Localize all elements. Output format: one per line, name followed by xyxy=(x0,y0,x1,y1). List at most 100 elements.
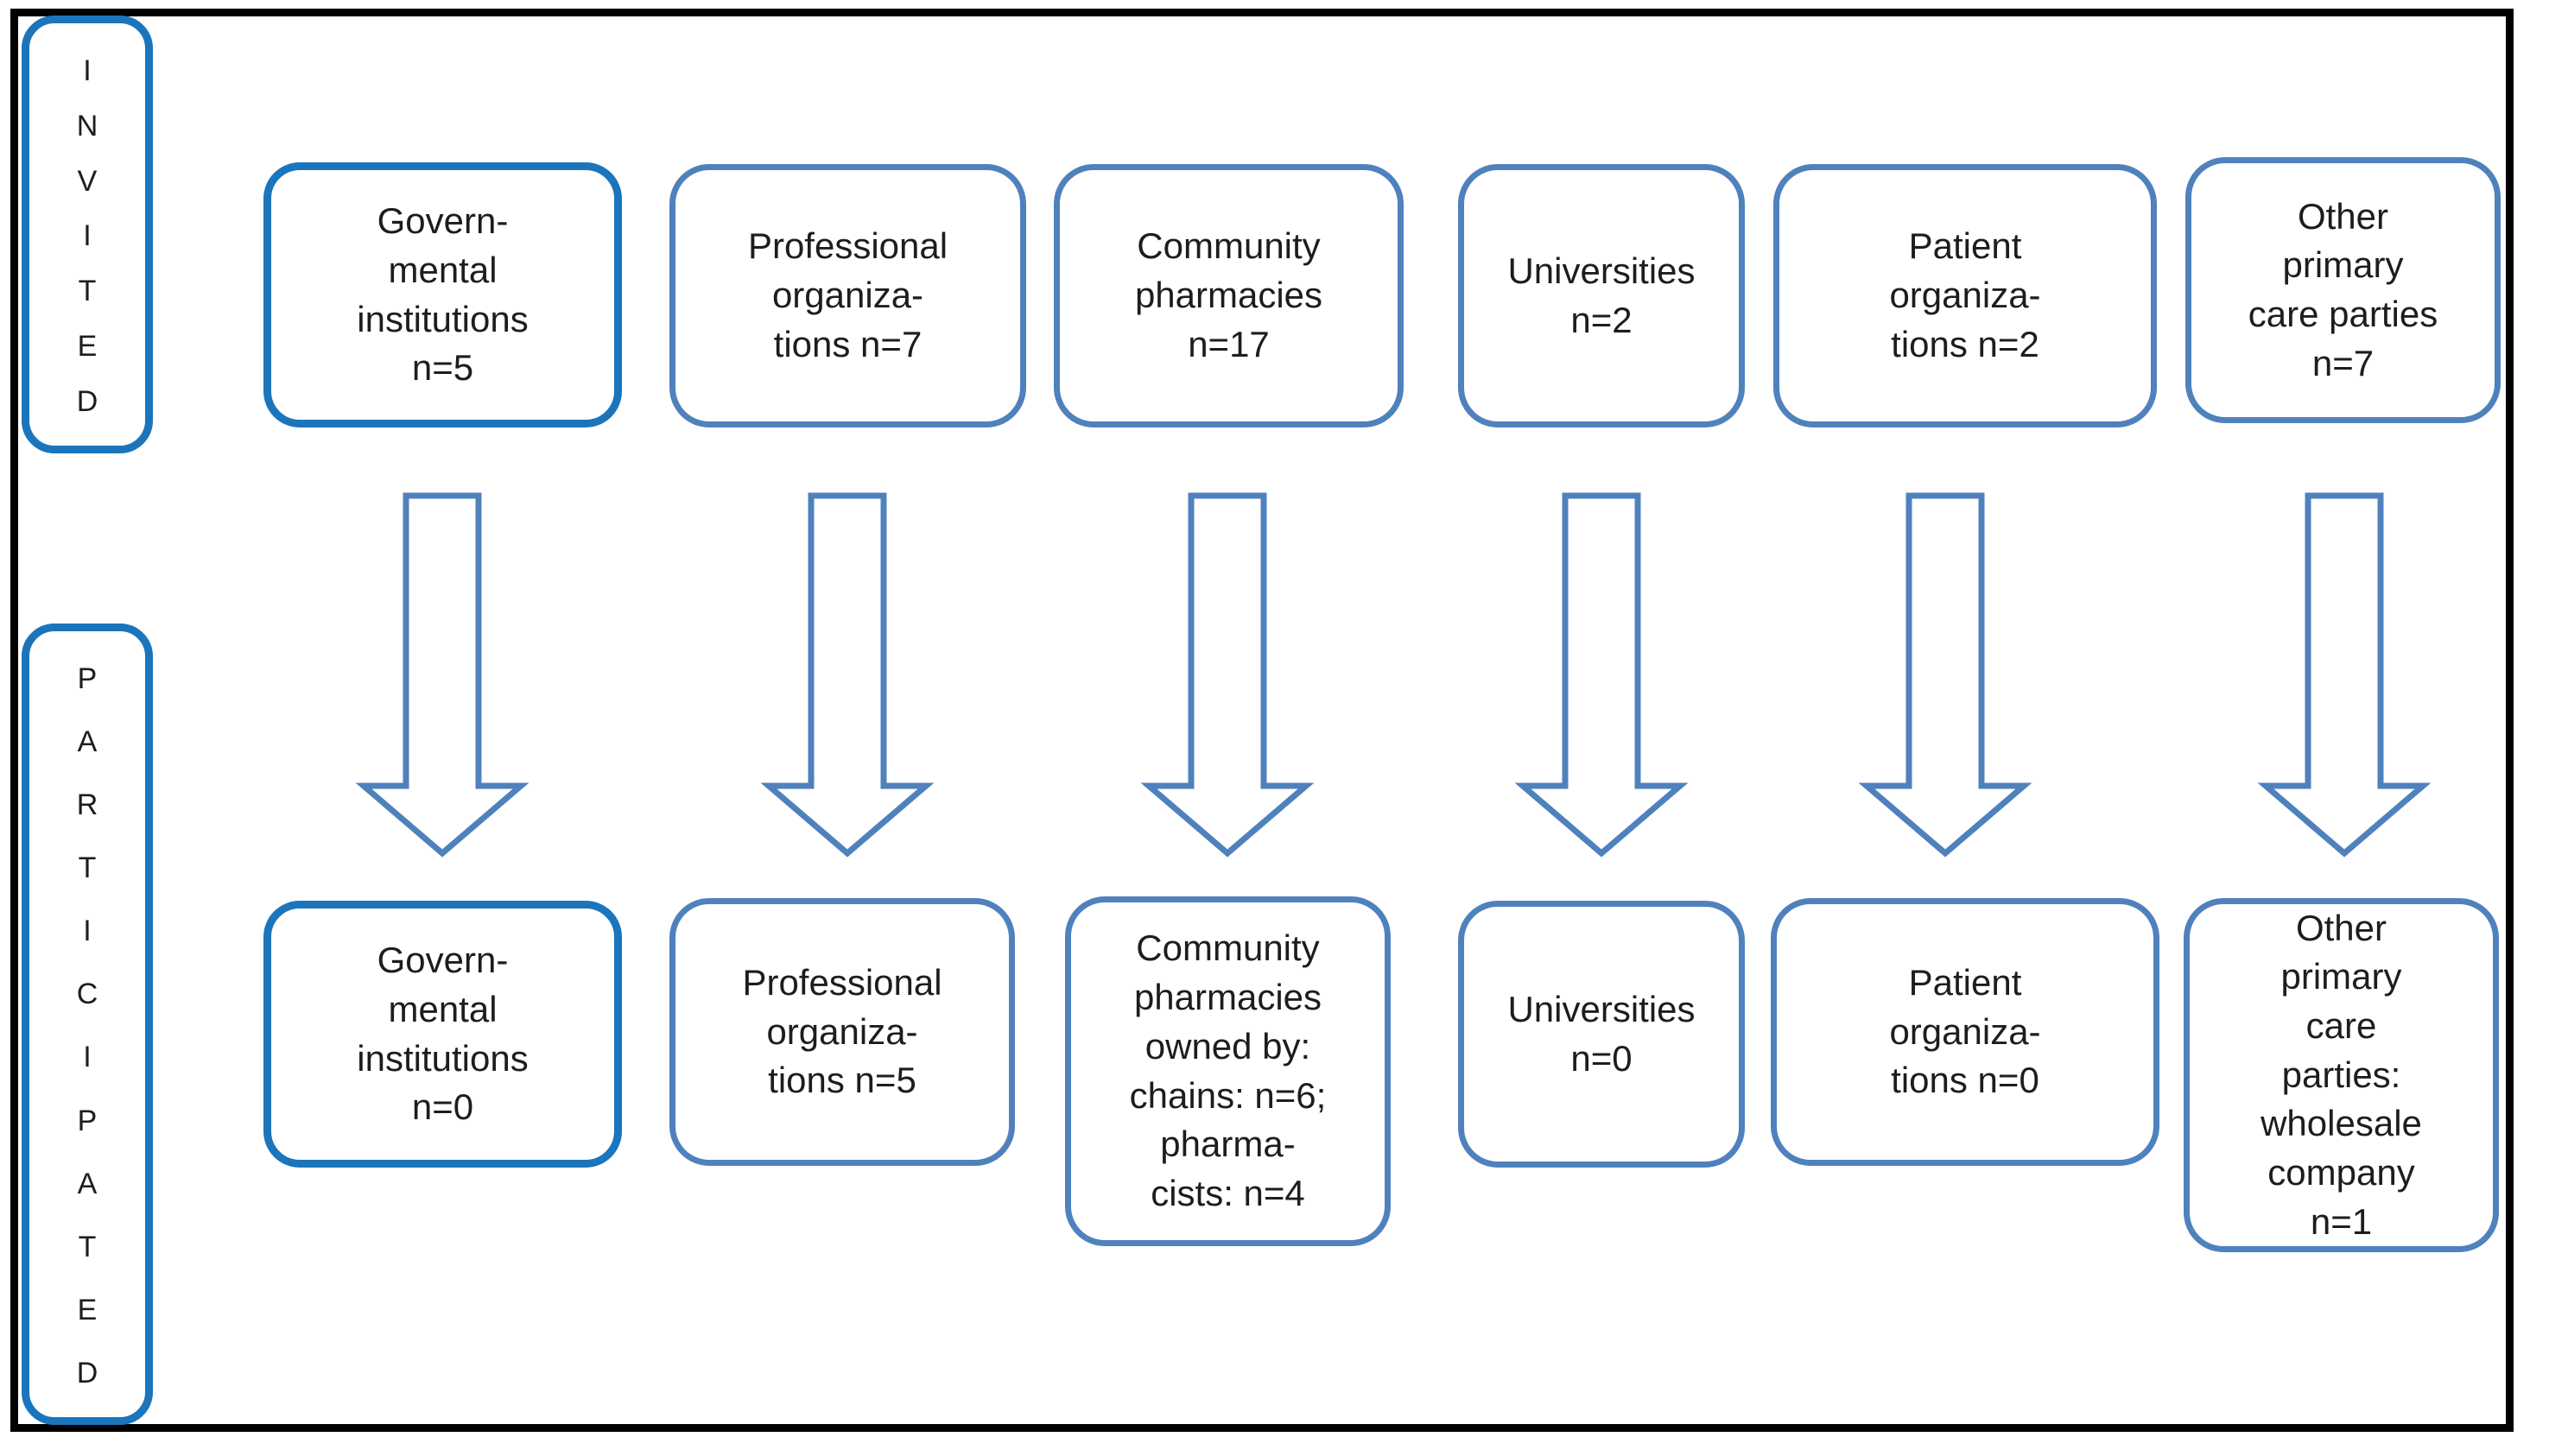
box-text-line: organiza- xyxy=(1889,275,2041,316)
box-text: Community pharmacies n=17 xyxy=(1135,222,1322,369)
box-text-line: mental xyxy=(388,249,498,290)
box-text-line: parties: xyxy=(2281,1054,2401,1095)
box-text-line: pharmacies xyxy=(1134,275,1323,316)
down-arrow-shape xyxy=(2257,492,2432,858)
box-text-line: pharmacies xyxy=(1133,977,1322,1018)
side-label-letter: V xyxy=(77,164,98,198)
down-arrow-shape xyxy=(1858,492,2032,858)
side-label-letter: D xyxy=(76,1356,98,1390)
side-label-letter: P xyxy=(77,662,98,695)
side-label-letter: I xyxy=(83,219,92,253)
side-label-letter: I xyxy=(83,915,92,948)
participated-box-professional-organizations: Professional organiza-tions n=5 xyxy=(669,898,1015,1166)
box-text-line: Patient xyxy=(1908,961,2022,1003)
side-label-letter: A xyxy=(77,725,98,759)
down-arrow-patient-organizations xyxy=(1858,492,2032,858)
participated-box-other-primary-care-parties: Other primary care parties: wholesale company… xyxy=(2184,898,2499,1252)
box-text-line: mental xyxy=(388,988,498,1029)
box-text-line: cists: n=4 xyxy=(1151,1172,1305,1213)
box-text-line: institutions xyxy=(357,298,529,339)
box-text: Patient organiza-tions n=0 xyxy=(1889,959,2040,1105)
side-label-letter: I xyxy=(83,1041,92,1074)
down-arrow-shape xyxy=(1140,492,1315,858)
box-text-line: Govern- xyxy=(377,940,509,981)
box-text-line: company xyxy=(2267,1152,2415,1193)
invited-box-community-pharmacies: Community pharmacies n=17 xyxy=(1054,164,1404,427)
down-arrow-shape xyxy=(760,492,935,858)
box-text-line: n=7 xyxy=(2311,342,2375,383)
box-text-line: tions n=2 xyxy=(1891,323,2039,364)
box-text-line: Other xyxy=(2297,195,2389,237)
side-label-letter: N xyxy=(76,109,98,142)
box-text-line: Universities xyxy=(1507,988,1696,1029)
down-arrow-governmental-institutions xyxy=(355,492,529,858)
box-text-line: organiza- xyxy=(771,275,924,316)
box-text-line: n=1 xyxy=(2310,1200,2373,1242)
box-text: Professional organiza-tions n=5 xyxy=(742,959,942,1105)
participated-box-community-pharmacies: Community pharmacies owned by: chains: n=6;… xyxy=(1065,896,1391,1246)
invited-box-other-primary-care-parties: Other primary care parties n=7 xyxy=(2185,157,2501,423)
down-arrow-universities xyxy=(1514,492,1689,858)
side-label-letter: A xyxy=(77,1167,98,1200)
down-arrow-other-primary-care-parties xyxy=(2257,492,2432,858)
box-text-line: primary xyxy=(2282,244,2404,286)
box-text-line: Govern- xyxy=(377,200,509,242)
down-arrow-community-pharmacies xyxy=(1140,492,1315,858)
side-label-letter: T xyxy=(78,1230,97,1263)
box-text-line: care parties xyxy=(2248,294,2438,334)
side-label-letter: I xyxy=(83,54,92,87)
box-text: Govern-mental institutions n=0 xyxy=(357,936,528,1132)
box-text-line: n=17 xyxy=(1188,323,1270,364)
box-text: Professional organiza-tions n=7 xyxy=(748,222,948,369)
side-label-letter: P xyxy=(77,1104,98,1137)
box-text-line: n=0 xyxy=(1570,1037,1633,1079)
invited-box-governmental-institutions: Govern-mental institutions n=5 xyxy=(263,162,622,427)
down-arrow-shape xyxy=(1514,492,1689,858)
box-text-line: Other xyxy=(2295,907,2387,948)
box-text-line: owned by: xyxy=(1145,1025,1311,1067)
box-text-line: wholesale xyxy=(2260,1103,2422,1144)
box-text-line: organiza- xyxy=(1889,1010,2041,1052)
participated-box-universities: Universities n=0 xyxy=(1458,901,1745,1168)
side-label-letter: T xyxy=(78,275,97,308)
box-text-line: n=5 xyxy=(411,347,474,389)
box-text-line: care xyxy=(2305,1004,2377,1046)
box-text-line: n=0 xyxy=(411,1086,474,1128)
box-text: Community pharmacies owned by: chains: n=6;… xyxy=(1130,924,1327,1218)
box-text: Other primary care parties: wholesale company… xyxy=(2260,904,2422,1247)
participated-box-governmental-institutions: Govern-mental institutions n=0 xyxy=(263,901,622,1168)
box-text: Govern-mental institutions n=5 xyxy=(357,197,528,393)
side-label-letter: C xyxy=(76,978,98,1011)
down-arrow-professional-organizations xyxy=(760,492,935,858)
box-text: Universities n=2 xyxy=(1507,247,1695,345)
box-text-line: tions n=5 xyxy=(768,1060,916,1101)
participated-box-patient-organizations: Patient organiza-tions n=0 xyxy=(1771,898,2159,1166)
down-arrow-shape xyxy=(355,492,529,858)
box-text-line: primary xyxy=(2280,956,2402,997)
invited-box-professional-organizations: Professional organiza-tions n=7 xyxy=(669,164,1026,427)
box-text: Universities n=0 xyxy=(1507,985,1695,1083)
box-text-line: institutions xyxy=(357,1037,529,1079)
box-text-line: tions n=7 xyxy=(773,323,923,364)
box-text-line: organiza- xyxy=(766,1010,918,1052)
side-label-letter: R xyxy=(76,788,98,822)
side-label-letter: E xyxy=(77,1293,98,1326)
side-label-letter: D xyxy=(76,384,98,418)
side-label-letter: E xyxy=(77,330,98,364)
box-text-line: n=2 xyxy=(1570,299,1633,340)
box-text-line: pharma- xyxy=(1160,1124,1296,1165)
box-text-line: Professional xyxy=(747,225,948,267)
box-text-line: Professional xyxy=(742,961,942,1003)
invited-box-universities: Universities n=2 xyxy=(1458,164,1745,427)
box-text-line: Community xyxy=(1137,225,1321,267)
box-text-line: chains: n=6; xyxy=(1129,1074,1327,1116)
box-text-line: Community xyxy=(1136,927,1320,969)
side-label-letter: T xyxy=(78,851,97,885)
box-text-line: tions n=0 xyxy=(1891,1060,2039,1101)
box-text-line: Universities xyxy=(1507,250,1696,291)
